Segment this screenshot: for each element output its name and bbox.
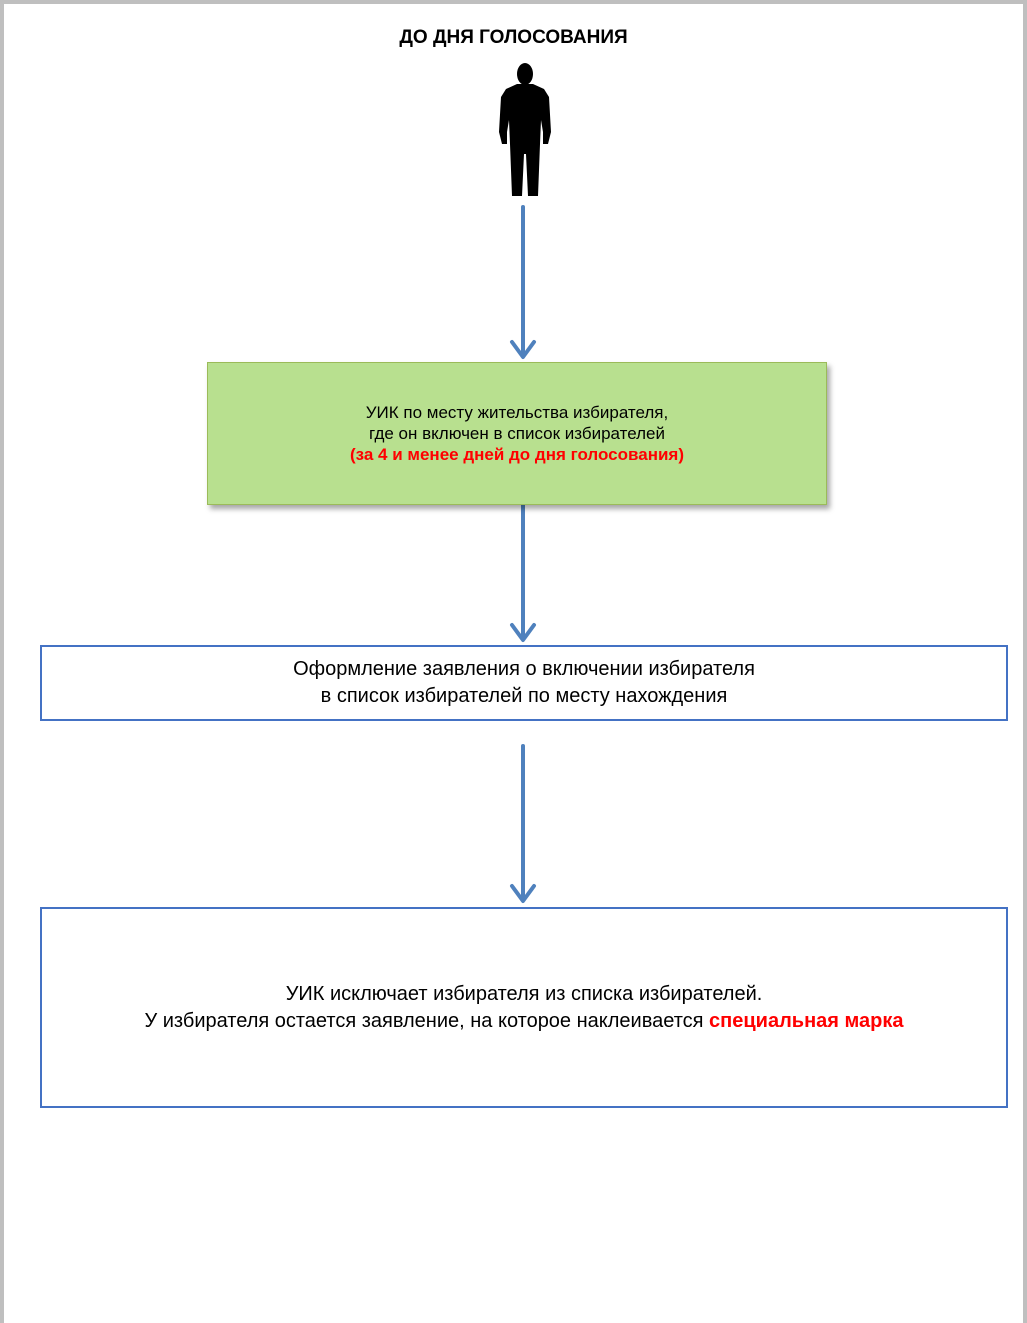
step2-line1: Оформление заявления о включении избират… bbox=[293, 658, 755, 680]
person-silhouette-icon bbox=[499, 63, 551, 196]
step1-deadline-note: (за 4 и менее дней до дня голосования) bbox=[349, 445, 684, 464]
step1-line1: УИК по месту жительства избирателя, bbox=[365, 403, 669, 422]
step3-line2: У избирателя остается заявление, на кото… bbox=[144, 1008, 903, 1035]
step-application: Оформление заявления о включении избират… bbox=[40, 645, 1008, 721]
step1-line2: где он включен в список избирателей bbox=[369, 424, 665, 443]
step-exclusion: УИК исключает избирателя из списка избир… bbox=[40, 907, 1008, 1108]
step2-line2: в список избирателей по месту нахождения bbox=[320, 685, 728, 707]
step3-line1: УИК исключает избирателя из списка избир… bbox=[285, 982, 763, 1005]
step-uik-residence: УИК по месту жительства избирателя, где … bbox=[207, 362, 827, 505]
step3-line2-text: У избирателя остается заявление, на кото… bbox=[144, 1009, 710, 1032]
diagram-title: ДО ДНЯ ГОЛОСОВАНИЯ bbox=[399, 27, 628, 48]
special-mark-highlight: специальная марка bbox=[709, 1009, 904, 1032]
